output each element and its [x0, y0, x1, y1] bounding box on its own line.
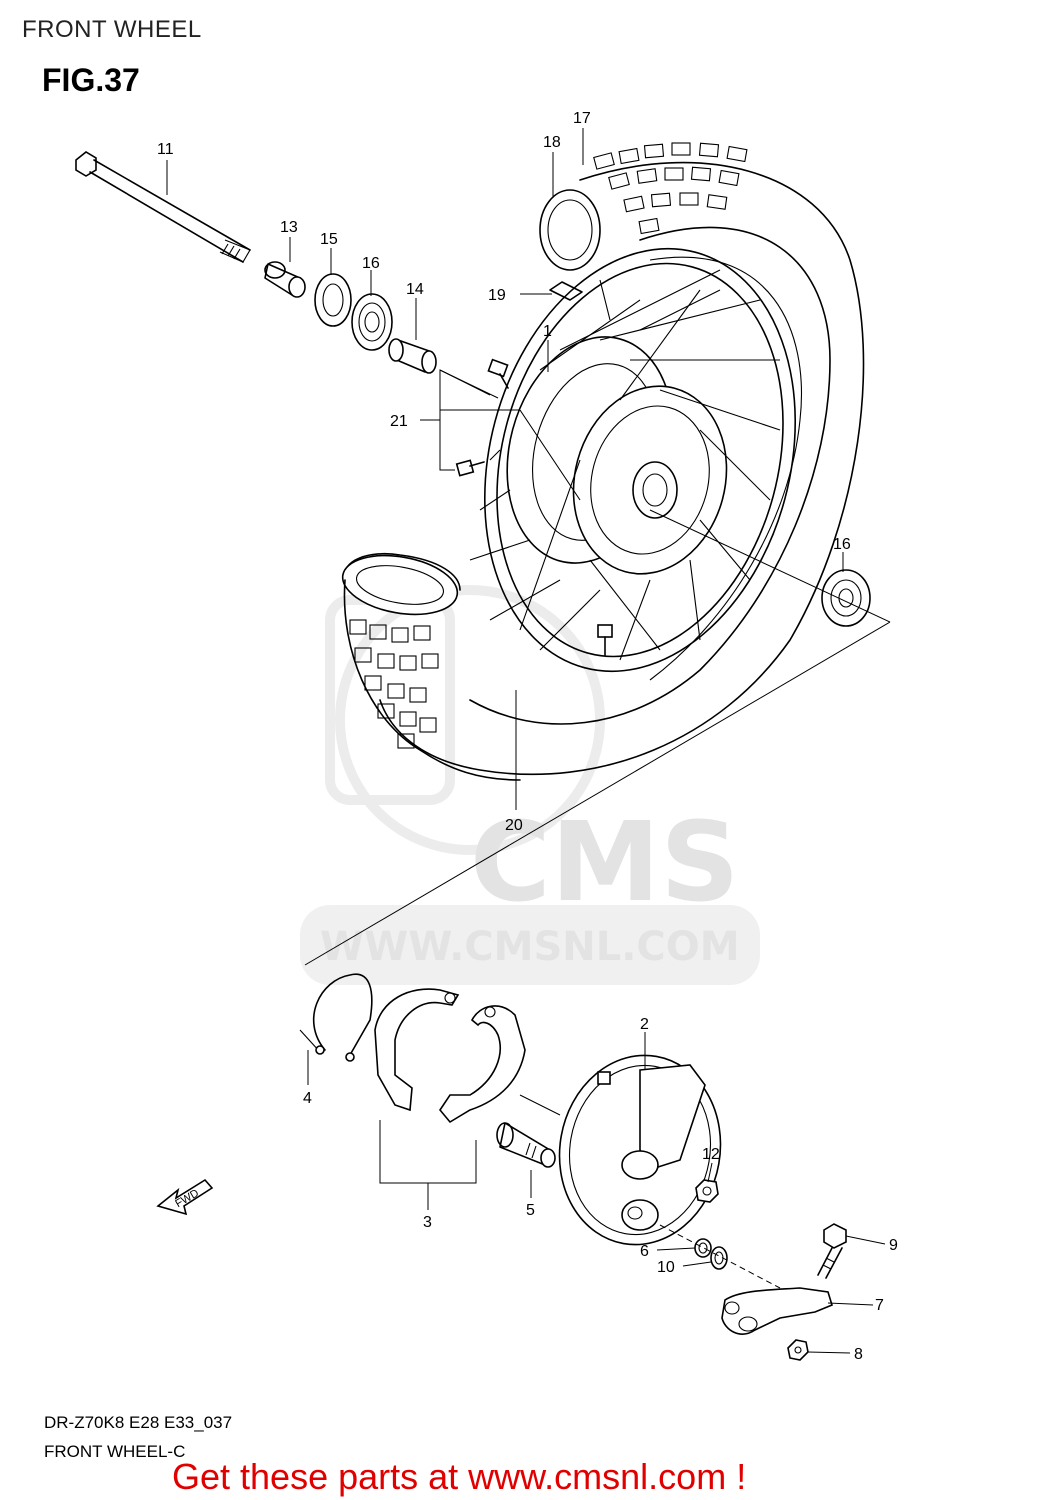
part-12-nut[interactable]	[695, 1179, 719, 1203]
callout-6: 6	[640, 1243, 649, 1260]
callout-11: 11	[157, 141, 174, 158]
callout-10: 10	[657, 1259, 675, 1276]
part-3-brake-shoe-right[interactable]	[439, 1005, 526, 1124]
watermark-logo-text: CMS	[470, 798, 739, 926]
part-19-rim-band[interactable]	[549, 281, 583, 301]
callout-9: 9	[889, 1237, 898, 1254]
cms-watermark: CMS WWW.CMSNL.COM	[300, 585, 760, 985]
part-4-brake-spring[interactable]	[299, 973, 373, 1062]
callout-15: 15	[320, 231, 338, 248]
callout-12: 12	[702, 1146, 720, 1163]
part-14-spacer[interactable]	[388, 338, 437, 374]
callout-2: 2	[640, 1016, 649, 1033]
part-11-axle[interactable]	[75, 151, 251, 263]
callout-17: 17	[573, 110, 591, 127]
part-10-o-ring[interactable]	[710, 1246, 728, 1270]
part-21-bolt-lower[interactable]	[455, 459, 485, 477]
part-hub-bolt[interactable]	[597, 624, 613, 656]
part-13-collar[interactable]	[264, 261, 306, 298]
page-heading: FRONT WHEEL	[22, 16, 202, 43]
watermark-url-text: WWW.CMSNL.COM	[320, 924, 740, 970]
callout-13: 13	[280, 219, 298, 236]
part-20-tire[interactable]	[338, 142, 865, 781]
part-16-bearing-lower[interactable]	[821, 569, 871, 627]
part-1-wheel-hub-assembly[interactable]	[439, 214, 840, 707]
part-8-nut[interactable]	[787, 1339, 809, 1361]
part-2-brake-panel[interactable]	[545, 1043, 736, 1258]
part-5-brake-cam[interactable]	[496, 1122, 556, 1168]
callout-1: 1	[543, 323, 552, 340]
fwd-arrow-icon: FWD	[156, 1178, 214, 1216]
callout-16-lower: 16	[833, 536, 851, 553]
callout-19: 19	[488, 287, 506, 304]
figure-title: FIG.37	[42, 62, 140, 98]
callout-8: 8	[854, 1346, 863, 1363]
diagram-code: DR-Z70K8 E28 E33_037	[44, 1413, 233, 1432]
diagram-name: FRONT WHEEL-C	[44, 1442, 186, 1461]
callout-14: 14	[406, 281, 424, 298]
leader-lines	[166, 128, 886, 1354]
part-6-washer[interactable]	[694, 1238, 712, 1258]
part-21-bolt-upper[interactable]	[487, 358, 509, 389]
callout-numbers: 11 13 15 16 14 17 18 19 1 21 16 20 4 3 5…	[157, 110, 898, 1363]
callout-7: 7	[875, 1297, 884, 1314]
callout-21: 21	[390, 413, 408, 430]
part-3-brake-shoe-left[interactable]	[374, 988, 460, 1112]
callout-3: 3	[423, 1214, 432, 1231]
callout-20: 20	[505, 817, 523, 834]
callout-4: 4	[303, 1090, 312, 1107]
callout-16-upper: 16	[362, 255, 380, 272]
part-7-brake-arm[interactable]	[721, 1287, 833, 1335]
part-16-bearing-upper[interactable]	[351, 293, 393, 351]
part-9-bolt[interactable]	[817, 1223, 847, 1279]
callout-18: 18	[543, 134, 561, 151]
callout-5: 5	[526, 1202, 535, 1219]
part-15-oil-seal[interactable]	[314, 273, 352, 327]
promo-banner-link[interactable]: Get these parts at www.cmsnl.com !	[172, 1456, 747, 1497]
